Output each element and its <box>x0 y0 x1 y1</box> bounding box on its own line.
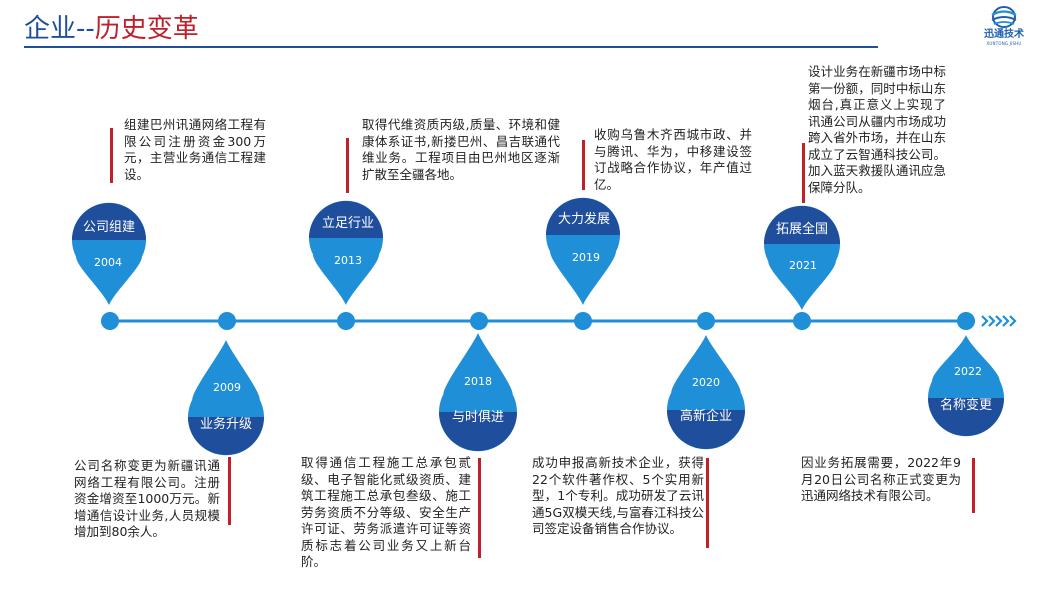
company-logo: 迅通技术 XUNTONG JISHU <box>972 6 1036 46</box>
accent-bar-2018 <box>478 458 481 558</box>
accent-bar-2022 <box>972 458 975 513</box>
milestone-label-2004: 公司组建 <box>82 220 135 235</box>
accent-bar-2020 <box>706 458 709 548</box>
accent-bar-2021 <box>802 143 805 203</box>
milestone-drop-cap-2018 <box>439 412 517 451</box>
accent-bar-2004 <box>110 128 113 183</box>
accent-bar-2009 <box>228 457 231 525</box>
timeline-node-2022 <box>957 312 975 330</box>
milestone-text-2013: 取得代维资质丙级,质量、环境和健康体系证书,新搂巴州、昌吉联通代维业务。工程项目… <box>362 117 560 182</box>
milestone-label-2013: 立足行业 <box>321 216 374 231</box>
milestone-drop-cap-2019 <box>546 198 620 235</box>
logo-name: 迅通技术 <box>984 29 1024 40</box>
milestone-text-2018: 取得通信工程施工总承包贰级、电子智能化贰级资质、建筑工程施工总承包叁级、施工劳务… <box>301 455 471 569</box>
title-part-company: 企业-- <box>24 14 95 44</box>
milestone-text-2020: 成功申报高新技术企业，获得22个软件著作权、5个实用新型，1个专利。成功研发了云… <box>532 455 704 536</box>
milestone-label-2022: 名称变更 <box>939 398 992 413</box>
timeline-node-2019 <box>574 312 592 330</box>
milestone-drop-cap-2004 <box>72 203 146 240</box>
milestone-label-2009: 业务升级 <box>199 417 252 432</box>
milestone-year-2021: 2021 <box>789 259 817 272</box>
title-part-history: 历史变革 <box>94 14 199 44</box>
accent-bar-2019 <box>582 140 585 190</box>
milestone-drop-cap-2013 <box>309 201 383 238</box>
timeline-node-2020 <box>697 312 715 330</box>
milestone-label-2018: 与时俱进 <box>451 410 504 425</box>
milestone-year-2022: 2022 <box>954 365 982 378</box>
milestone-year-2018: 2018 <box>464 375 492 388</box>
milestone-year-2013: 2013 <box>334 254 362 267</box>
timeline-node-2013 <box>337 312 355 330</box>
milestone-label-2021: 拓展全国 <box>775 222 828 237</box>
milestone-label-2020: 高新企业 <box>679 409 732 424</box>
timeline-node-2021 <box>793 312 811 330</box>
timeline-arrow-icon <box>981 315 1017 327</box>
milestone-drop-cap-2020 <box>667 410 745 449</box>
milestone-drop-cap-2022 <box>928 398 1004 436</box>
logo-sub: XUNTONG JISHU <box>986 41 1022 46</box>
logo-globe-icon <box>991 6 1017 28</box>
milestone-year-2009: 2009 <box>213 381 241 394</box>
milestone-text-2019: 收购乌鲁木齐西城市政、并与腾讯、华为，中移建设签订战略合作协议，年产值过亿。 <box>594 127 752 192</box>
page-title: 企业--历史变革 <box>24 12 199 46</box>
timeline-node-2004 <box>101 312 119 330</box>
milestone-text-2021: 设计业务在新疆市场中标第一份额，同时中标山东烟台,真正意义上实现了讯通公司从疆内… <box>808 64 946 195</box>
milestone-label-2019: 大力发展 <box>557 212 610 227</box>
milestone-year-2019: 2019 <box>572 251 600 264</box>
timeline-node-2009 <box>218 312 236 330</box>
milestone-drop-cap-2009 <box>188 417 264 455</box>
milestone-text-2022: 因业务拓展需要，2022年9月20日公司名称正式变更为迅通网络技术有限公司。 <box>801 455 961 503</box>
milestone-year-2004: 2004 <box>94 256 122 269</box>
milestone-year-2020: 2020 <box>692 376 720 389</box>
milestone-text-2009: 公司名称变更为新疆讯通网络工程有限公司。注册资金增资至1000万元。新增通信设计… <box>74 458 220 539</box>
title-underline <box>24 46 878 48</box>
accent-bar-2013 <box>346 138 349 193</box>
timeline-node-2018 <box>470 312 488 330</box>
milestone-drop-cap-2021 <box>764 206 840 244</box>
milestone-text-2004: 组建巴州讯通网络工程有限公司注册资金300万元，主营业务通信工程建设。 <box>124 117 266 182</box>
